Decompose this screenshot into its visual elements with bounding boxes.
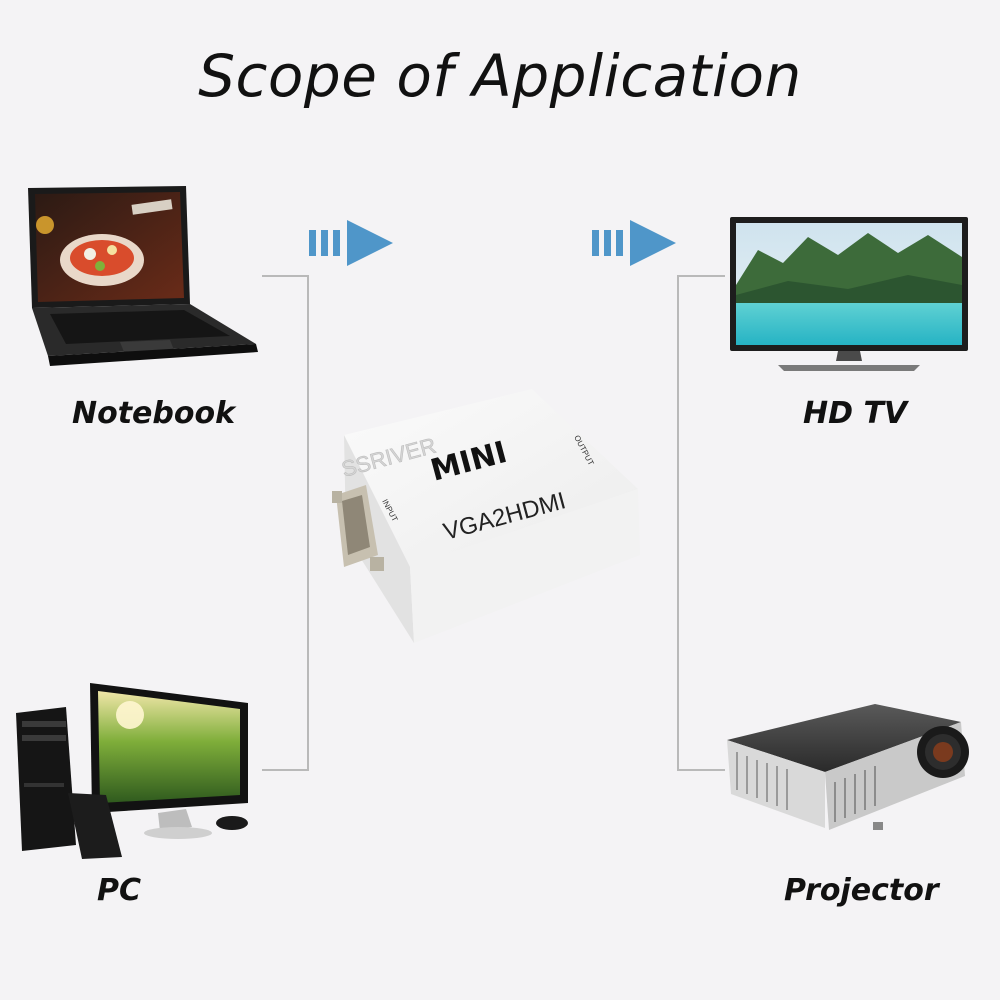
left-bracket-line (262, 275, 309, 771)
page-title: Scope of Application (198, 42, 802, 110)
arrow-right-icon (592, 220, 676, 266)
desktop-pc-icon (16, 683, 248, 859)
projector-label: Projector (784, 873, 939, 908)
projector-icon (727, 704, 969, 830)
vga-to-hdmi-adapter: SSRIVER MINI VGA2HDMI INPUT OUTPUT (332, 389, 640, 643)
arrow-right-icon (309, 220, 393, 266)
pc-label: PC (97, 873, 142, 908)
notebook-label: Notebook (72, 396, 236, 431)
hdtv-label: HD TV (803, 396, 908, 431)
tv-icon (730, 217, 968, 371)
right-bracket-line (677, 275, 725, 771)
laptop-icon (28, 186, 258, 366)
